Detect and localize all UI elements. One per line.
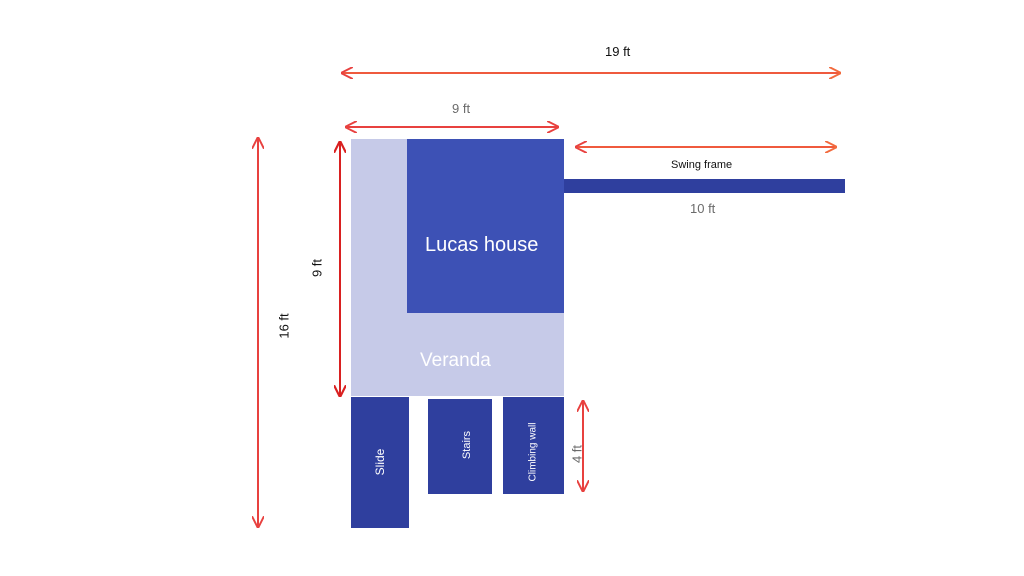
house-width-label: 9 ft [452, 101, 471, 116]
house-height-label: 9 ft [309, 258, 325, 278]
veranda-label: Veranda [420, 350, 491, 371]
house-block [407, 139, 564, 313]
overall-width-label: 19 ft [605, 44, 631, 59]
slide-label: Slide [373, 448, 387, 476]
swing-length-label: 10 ft [690, 201, 716, 216]
swing-frame-bar [564, 179, 845, 193]
stairs-block [428, 399, 492, 494]
climbing-wall-label: Climbing wall [527, 422, 539, 482]
slide-block [351, 397, 409, 528]
climbing-wall-block [503, 397, 564, 494]
overall-height-label: 16 ft [276, 313, 292, 339]
house-label: Lucas house [425, 234, 539, 256]
climb-height-label: 4 ft [569, 444, 585, 464]
stairs-label: Stairs [461, 430, 473, 460]
swing-frame-label: Swing frame [671, 159, 733, 171]
